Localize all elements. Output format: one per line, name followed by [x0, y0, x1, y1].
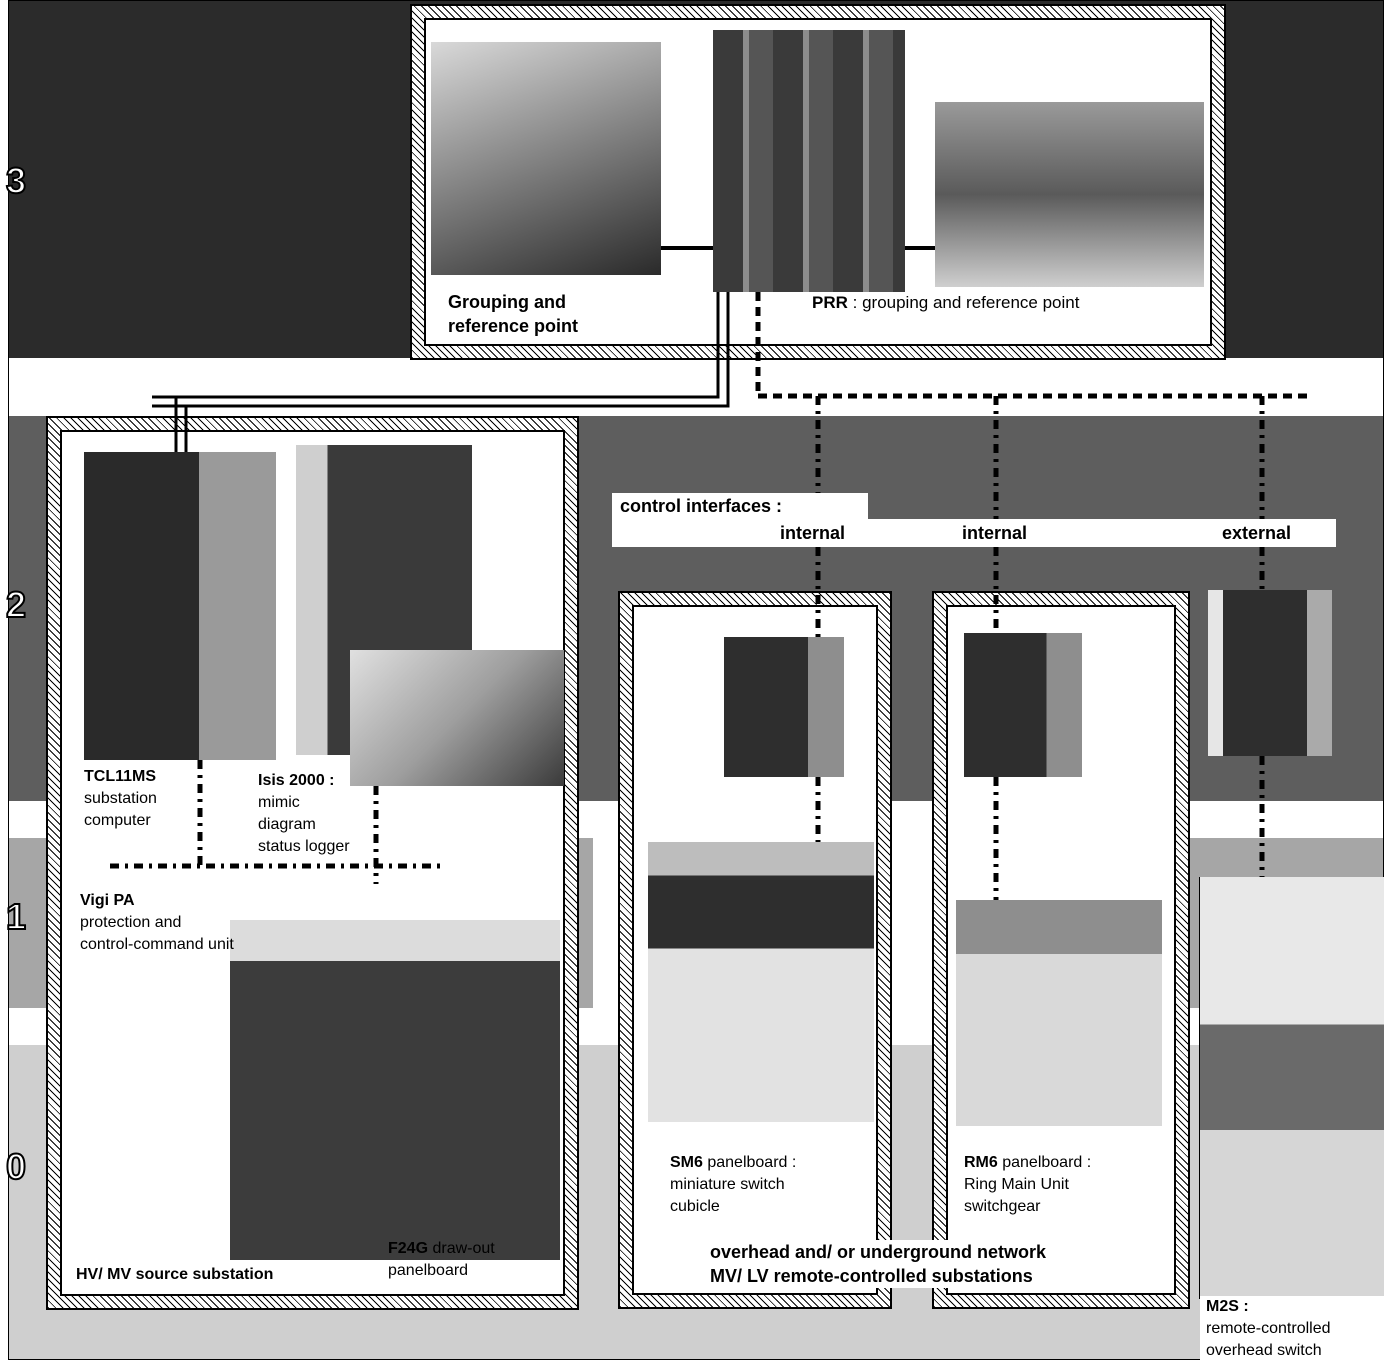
- rm6-panelboard-photo: [956, 900, 1162, 1126]
- control-room-photo: [431, 42, 661, 275]
- level-3-number: 3: [5, 159, 27, 202]
- sm6-panelboard-photo: [648, 842, 874, 1122]
- sm6-control-cabinet-photo: [724, 637, 844, 777]
- server-racks-photo: [713, 30, 905, 292]
- m2s-overhead-switch-photo: [1199, 877, 1384, 1299]
- prr-title: Grouping and reference point: [448, 292, 579, 336]
- m2s-control-box-photo: [1208, 590, 1332, 756]
- isis-operator-photo: [350, 650, 564, 786]
- isis-label: Isis 2000 : mimic diagram status logger: [258, 772, 350, 855]
- control-interfaces-heading: control interfaces :: [612, 493, 868, 519]
- level-2-number: 2: [5, 583, 27, 626]
- sm6-label: SM6 panelboard : miniature switch cubicl…: [670, 1154, 797, 1215]
- m2s-label: M2S : remote-controlled overhead switch: [1200, 1296, 1384, 1362]
- tcl11ms-cabinet-photo: [84, 452, 276, 760]
- network-caption: overhead and/ or underground network MV/…: [706, 1240, 1051, 1288]
- f24g-label: F24G draw-out panelboard: [388, 1240, 495, 1279]
- internal-label-2: internal: [962, 521, 1028, 545]
- tcl11ms-label: TCL11MS substation computer: [84, 768, 157, 829]
- outer-frame: [8, 0, 1384, 1360]
- external-label: external: [1222, 521, 1292, 545]
- level-0-number: 0: [5, 1145, 27, 1188]
- level-1-number: 1: [5, 895, 27, 938]
- f24g-panelboard-photo: [230, 920, 560, 1260]
- source-substation-caption: HV/ MV source substation: [76, 1266, 274, 1283]
- rm6-label: RM6 panelboard : Ring Main Unit switchge…: [964, 1154, 1092, 1215]
- prr-label: PRR : grouping and reference point: [812, 293, 1080, 312]
- vigi-pa-label: Vigi PA protection and control-command u…: [80, 892, 234, 953]
- operator-room-photo: [935, 102, 1204, 287]
- rm6-control-cabinet-photo: [964, 633, 1082, 777]
- internal-label-1: internal: [780, 521, 846, 545]
